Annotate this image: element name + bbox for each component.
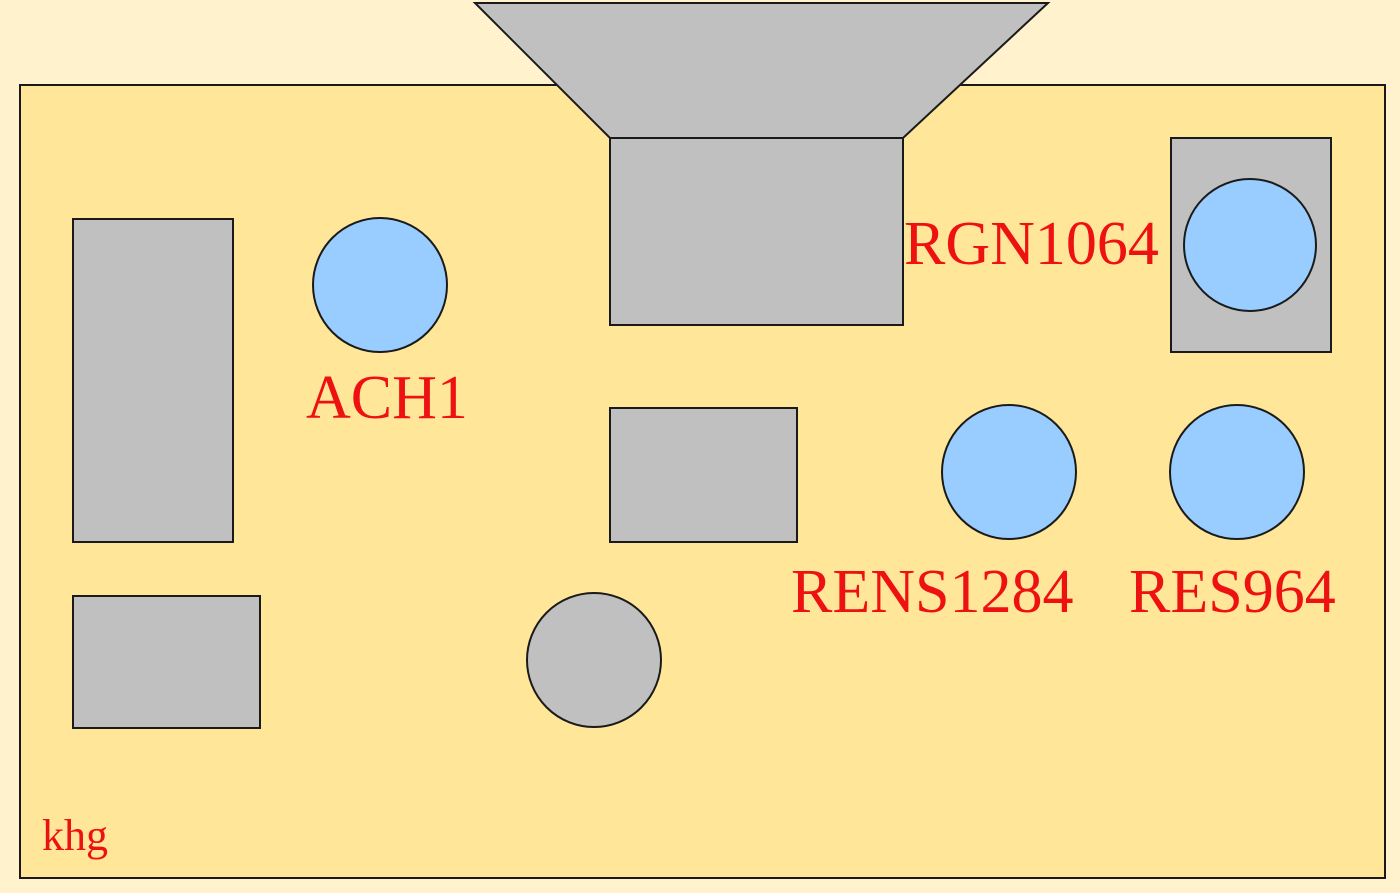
left-tall-block — [72, 218, 234, 543]
label-corner: khg — [42, 811, 108, 860]
center-block — [609, 407, 798, 543]
label-rens1284: RENS1284 — [791, 558, 1073, 626]
gray-circle — [526, 592, 662, 728]
sensor-ach1 — [312, 217, 448, 353]
label-res964: RES964 — [1129, 558, 1336, 626]
sensor-rens1284 — [941, 404, 1077, 540]
top-center-block — [609, 137, 904, 326]
sensor-res964 — [1169, 404, 1305, 540]
label-ach1: ACH1 — [306, 364, 468, 432]
sensor-rgn1064 — [1183, 178, 1317, 312]
label-rgn1064: RGN1064 — [904, 210, 1159, 278]
bottom-left-block — [72, 595, 261, 729]
